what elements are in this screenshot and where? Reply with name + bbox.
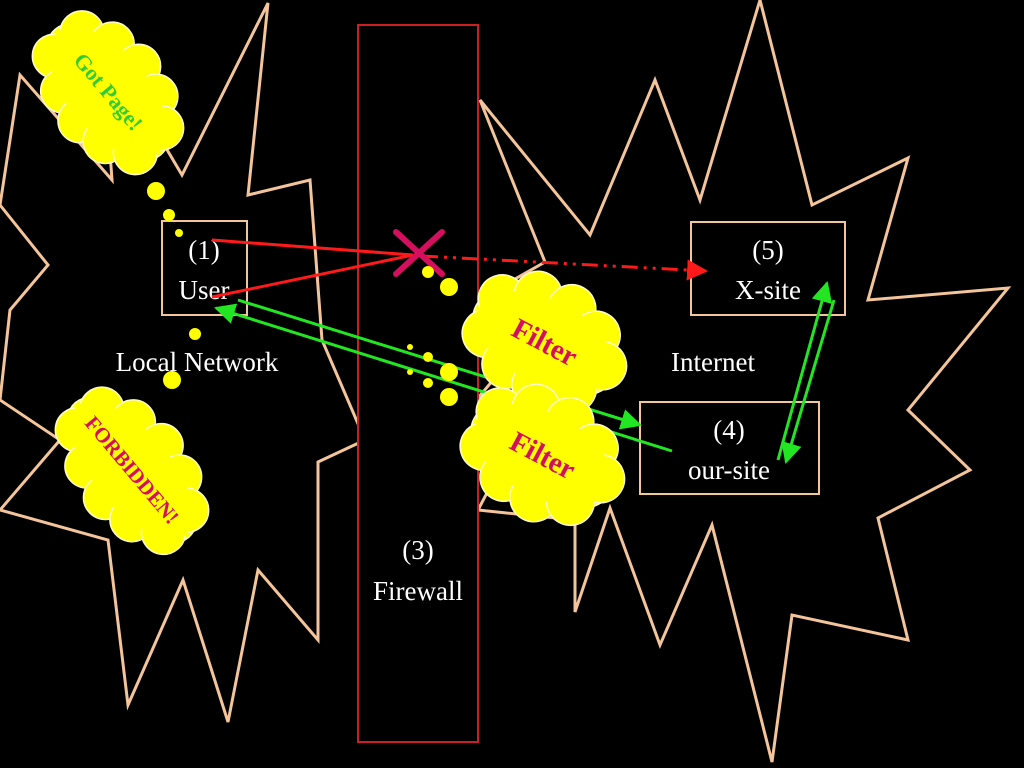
x-site-to-our-site-arrow <box>781 299 836 465</box>
our-site-label: our-site <box>688 455 770 485</box>
x-site-number: (5) <box>752 235 783 265</box>
blocked-request-line-top <box>211 238 414 257</box>
local-network-label: Local Network <box>116 347 279 377</box>
filter-cloud-bottom: Filter <box>459 383 626 527</box>
filter-top-bubble-dots <box>422 266 458 296</box>
got-page-bubble-dots <box>147 182 183 237</box>
x-mark-icon <box>393 229 445 277</box>
forbidden-bubble-dots <box>163 328 201 389</box>
internet-label: Internet <box>671 347 755 377</box>
filter-bottom-bubble-dots <box>407 344 458 406</box>
our-site-to-x-site-arrow <box>776 280 833 461</box>
blocked-request-line-bottom <box>211 253 414 299</box>
firewall-number: (3) <box>402 535 433 565</box>
our-site-number: (4) <box>713 415 744 445</box>
our-site-box[interactable] <box>639 401 820 495</box>
firewall-label: Firewall <box>373 576 463 606</box>
forbidden-cloud: FORBIDDEN! <box>54 386 210 556</box>
got-page-cloud: Got Page! <box>31 10 185 176</box>
x-site-label: X-site <box>735 275 801 305</box>
blocked-request-arrow-to-x-site <box>421 254 709 281</box>
user-box[interactable] <box>161 220 248 316</box>
user-label: User <box>179 275 230 305</box>
